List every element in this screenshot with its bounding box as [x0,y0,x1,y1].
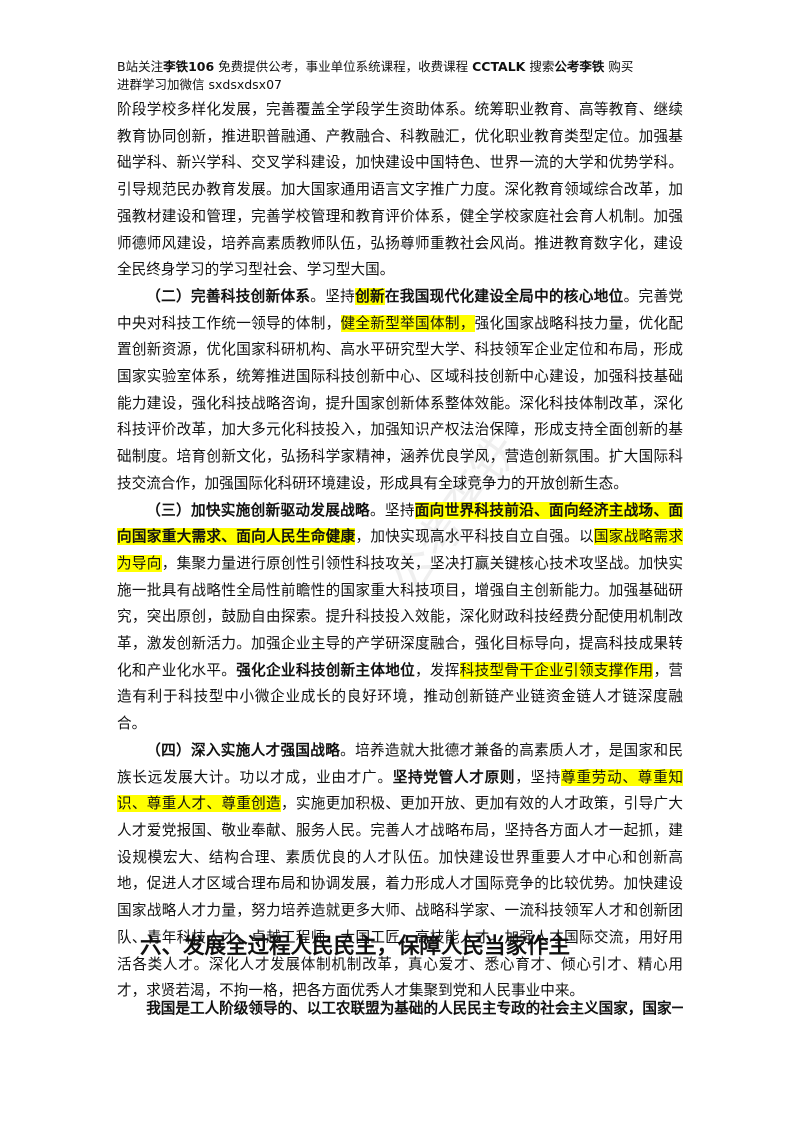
paragraph-text: 。坚持 [369,501,415,519]
paragraph-heading: （四）深入实施人才强国战略 [146,741,341,759]
paragraph-tech-innovation-system: （二）完善科技创新体系。坚持创新在我国现代化建设全局中的核心地位。完善党中央对科… [117,284,683,498]
section-heading: 六、发展全过程人民民主，保障人民当家作主 [140,934,571,959]
paragraph-heading: （二）完善科技创新体系 [146,287,311,305]
paragraph-text: ，发挥 [415,661,460,679]
paragraph-text: ，加快实现高水平科技自立自强。以 [355,528,594,546]
header-bold-text: 李铁106 [163,59,215,74]
page-header: B站关注李铁106 免费提供公考，事业单位系统课程，收费课程 CCTALK 搜索… [117,58,697,94]
highlighted-text: 创新 [355,287,385,305]
bold-text: 在我国现代化建设全局中的核心地位 [384,287,624,305]
paragraph-text: 。完善党中央对科技工作统一领导的体制， [117,287,683,332]
header-line-1: B站关注李铁106 免费提供公考，事业单位系统课程，收费课程 CCTALK 搜索… [117,58,697,76]
highlighted-text: 健全新型举国体制， [340,314,475,332]
paragraph-education: 阶段学校多样化发展，完善覆盖全学段学生资助体系。统筹职业教育、高等教育、继续教育… [117,101,683,279]
paragraph-innovation-strategy: （三）加快实施创新驱动发展战略。坚持面向世界科技前沿、面向经济主战场、面向国家重… [117,498,683,738]
paragraph-text: ，坚持 [515,768,562,786]
header-text: 免费提供公考，事业单位系统课程，收费课程 [214,59,473,74]
paragraph-text: 。培养造就大批德才兼备的高素质人才，是国家和民族长远发展大计。功以才成，业由才广… [117,741,683,786]
header-bold-text: CCTALK [472,59,526,74]
paragraph-text: ，营造有利于科技型中小微企业成长的良好环境，推动创新链产业链资金链人才链深度融合… [117,661,683,733]
header-line-2: 进群学习加微信 sxdsxdsx07 [117,77,282,92]
paragraph-text: 。坚持 [310,287,356,305]
bold-text: 坚持党管人才原则 [392,768,516,786]
paragraph-heading: （三）加快实施创新驱动发展战略 [146,501,370,519]
header-text: 购买 [604,59,634,74]
document-body: 阶段学校多样化发展，完善覆盖全学段学生资助体系。统筹职业教育、高等教育、继续教育… [117,97,683,1005]
paragraph-text: ，集聚力量进行原创性引领性科技攻关，坚决打赢关键核心技术攻坚战。加快实施一批具有… [117,554,683,679]
bold-text: 强化企业科技创新主体地位 [236,661,416,679]
paragraph-talent-strategy: （四）深入实施人才强国战略。培养造就大批德才兼备的高素质人才，是国家和民族长远发… [117,738,683,1005]
header-text: 搜索 [525,59,555,74]
paragraph-text: ，实施更加积极、更加开放、更加有效的人才政策，引导广大人才爱党报国、敬业奉献、服… [117,795,683,1000]
header-bold-text: 公考李铁 [554,59,605,74]
header-text: B站关注 [117,59,164,74]
paragraph-text: 强化国家战略科技力量，优化配置创新资源，优化国家科研机构、高水平研究型大学、科技… [117,314,683,492]
paragraph-democracy-intro: 我国是工人阶级领导的、以工农联盟为基础的人民民主专政的社会主义国家，国家一 [146,1000,683,1017]
highlighted-text: 科技型骨干企业引领支撑作用 [459,661,654,679]
